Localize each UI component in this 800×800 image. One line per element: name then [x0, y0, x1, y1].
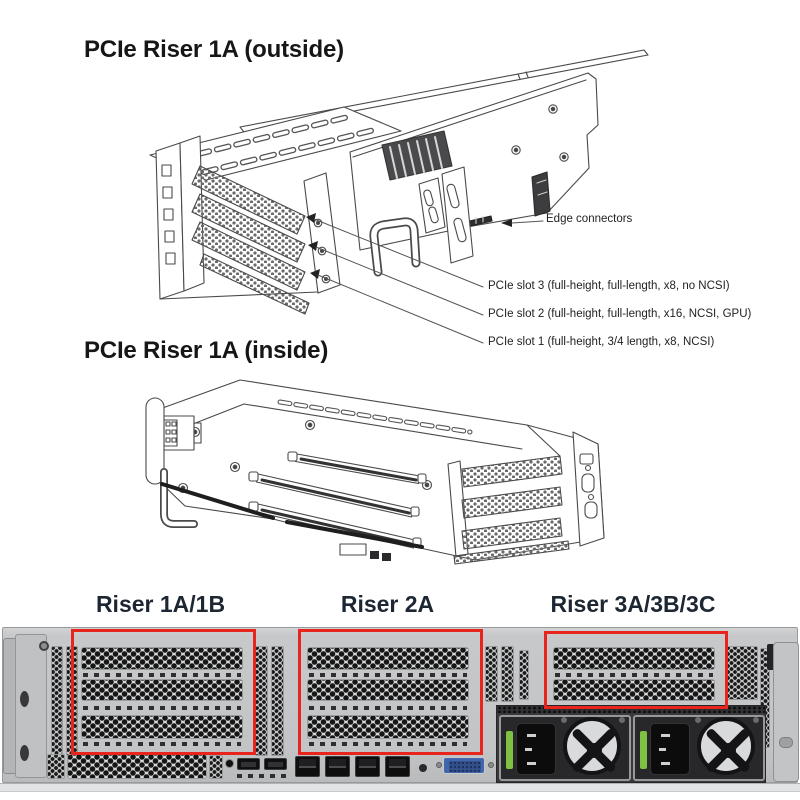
psu-latch — [506, 731, 513, 769]
board-edge — [160, 482, 424, 561]
riser3-label: Riser 3A/3B/3C — [550, 591, 716, 617]
small-button — [225, 759, 234, 768]
ocp-slot-cover — [67, 754, 207, 779]
slot-cover — [307, 679, 469, 701]
riser-cage — [149, 106, 402, 315]
slot-cover — [553, 679, 715, 701]
slot-cover — [307, 715, 469, 739]
slot-cover — [191, 193, 306, 263]
mounting-ear-right — [773, 642, 799, 782]
riser2-highlight — [298, 629, 483, 755]
pcie-slot3-label: PCIe slot 3 (full-height, full-length, x… — [488, 280, 730, 292]
riser1-label: Riser 1A/1B — [95, 591, 226, 617]
outside-diagram-title: PCIe Riser 1A (outside) — [84, 36, 344, 63]
riser2-label: Riser 2A — [340, 591, 435, 617]
slot-cover — [81, 647, 243, 670]
ethernet-port — [325, 756, 350, 777]
psu — [499, 715, 631, 781]
pcie-slot1-label: PCIe slot 1 (full-height, 3/4 length, x8… — [488, 336, 715, 348]
vga-port — [443, 757, 485, 774]
riser-side-panel — [349, 72, 599, 251]
power-connector — [159, 415, 202, 451]
slot-cover — [461, 455, 563, 488]
ethernet-port — [295, 756, 320, 777]
riser1-highlight — [71, 629, 256, 755]
vent — [519, 650, 529, 700]
vent — [501, 646, 514, 702]
outside-riser-line-art — [149, 49, 649, 344]
chassis-screw — [39, 641, 49, 651]
psu-fan — [561, 717, 627, 781]
pcie-slot2-label: PCIe slot 2 (full-height, full-length, x… — [488, 308, 752, 320]
retention-latch — [381, 130, 453, 181]
handle — [145, 397, 198, 528]
slot-cover — [307, 647, 469, 670]
vent — [51, 646, 63, 756]
screw-hole — [511, 104, 569, 162]
ethernet-port — [385, 756, 410, 777]
slot-covers — [447, 455, 570, 565]
psu — [633, 715, 765, 781]
riser3-highlight — [544, 631, 728, 709]
usb-port — [264, 758, 287, 770]
slot-cover — [461, 517, 563, 550]
psu-ac-inlet — [650, 723, 690, 775]
mounting-ear-left-bracket — [15, 634, 47, 778]
slot-cover — [81, 715, 243, 739]
vent — [255, 646, 268, 756]
edge-connectors-label: Edge connectors — [546, 213, 633, 225]
bracket — [572, 431, 605, 547]
slot-cover — [461, 486, 563, 519]
usb-port — [237, 758, 260, 770]
slot-cover — [191, 165, 306, 235]
bracket — [418, 166, 474, 264]
slot-cover — [553, 647, 715, 670]
psu-bay — [496, 705, 766, 783]
slot-cover — [81, 679, 243, 701]
vent — [726, 646, 758, 700]
inside-riser-line-art — [145, 379, 605, 565]
callout-leader — [306, 213, 544, 344]
psu-fan — [695, 717, 761, 781]
rear-panel-photo — [2, 627, 799, 783]
inside-diagram-title: PCIe Riser 1A (inside) — [84, 337, 329, 364]
chassis-base — [0, 783, 800, 792]
psu-latch — [640, 731, 647, 769]
slot-cover — [191, 221, 306, 291]
handle — [369, 217, 421, 277]
ethernet-port — [355, 756, 380, 777]
psu-ac-inlet — [516, 723, 556, 775]
vent — [485, 646, 498, 702]
vent — [271, 646, 284, 756]
